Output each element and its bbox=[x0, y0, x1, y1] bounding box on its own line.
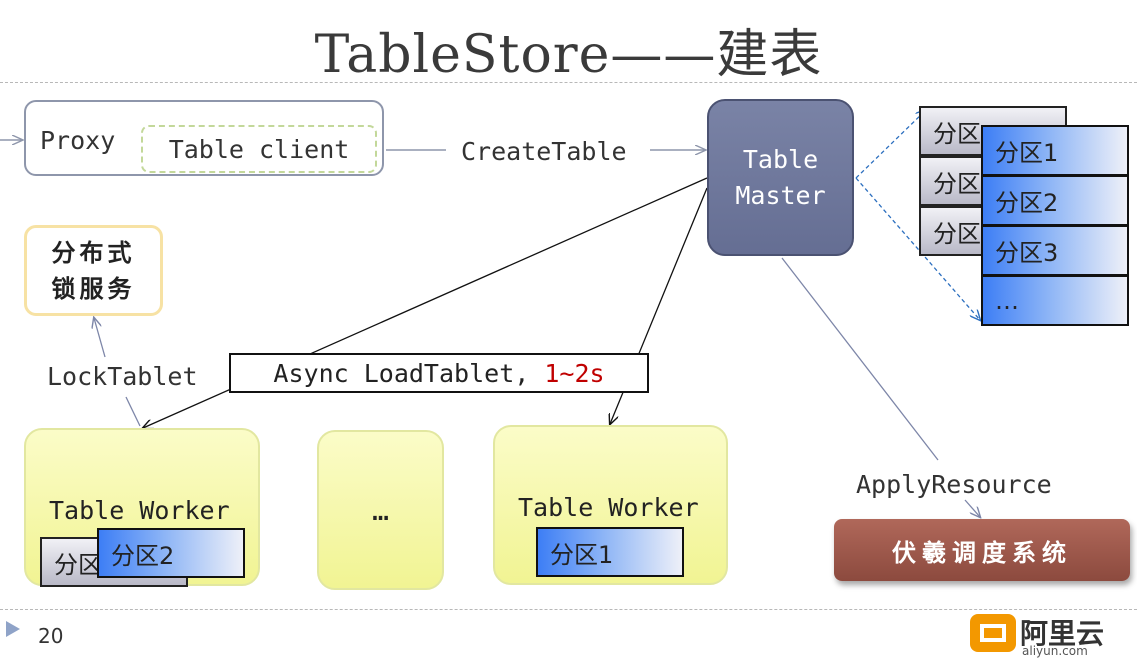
lock-tablet-arrow bbox=[94, 318, 106, 358]
partition-2: 分区2 bbox=[981, 175, 1129, 226]
page-triangle-icon bbox=[6, 621, 20, 637]
fuxi-scheduler-node: 伏羲调度系统 bbox=[834, 519, 1130, 581]
table-worker-more: … bbox=[317, 430, 444, 590]
footer-divider bbox=[0, 609, 1137, 610]
lock-tablet-line bbox=[125, 396, 141, 427]
partition-3: 分区3 bbox=[981, 225, 1129, 276]
table-worker-1-title: Table Worker bbox=[49, 496, 230, 525]
table-master-node: Table Master bbox=[707, 99, 854, 256]
proxy-box bbox=[24, 100, 384, 176]
lock-service-line1: 分布式 bbox=[51, 237, 136, 267]
aliyun-logo: 阿里云 aliyun.com bbox=[970, 612, 1134, 658]
async-load-tablet-label: Async LoadTablet, 1~2s bbox=[229, 353, 649, 393]
proxy-label: Proxy bbox=[40, 126, 116, 155]
partition-arrow-bottom bbox=[855, 177, 980, 320]
table-client-box: Table client bbox=[141, 125, 377, 173]
create-table-label: CreateTable bbox=[461, 137, 627, 166]
apply-resource-arrow bbox=[964, 499, 980, 517]
worker1-partition-2: 分区2 bbox=[97, 528, 245, 578]
partition-more: … bbox=[981, 275, 1129, 326]
worker3-partition-1: 分区1 bbox=[536, 527, 684, 577]
partition-arrow-top bbox=[855, 110, 926, 179]
async-time: 1~2s bbox=[544, 358, 605, 388]
aliyun-logo-icon bbox=[970, 614, 1016, 652]
aliyun-logo-url: aliyun.com bbox=[1022, 644, 1088, 658]
page-number: 20 bbox=[38, 624, 64, 648]
partition-1: 分区1 bbox=[981, 125, 1129, 176]
lock-tablet-label: LockTablet bbox=[47, 362, 198, 391]
apply-resource-line bbox=[781, 257, 939, 461]
lock-service-node: 分布式 锁服务 bbox=[24, 225, 163, 316]
title-divider bbox=[0, 82, 1137, 83]
aliyun-logo-name: 阿里云 bbox=[1020, 617, 1105, 650]
table-worker-3-title: Table Worker bbox=[518, 493, 699, 522]
master-line2: Master bbox=[735, 180, 826, 210]
page-title: TableStore——建表 bbox=[314, 25, 823, 85]
lock-service-line2: 锁服务 bbox=[51, 273, 136, 303]
apply-resource-label: ApplyResource bbox=[856, 470, 1052, 499]
master-line1: Table bbox=[742, 144, 819, 174]
